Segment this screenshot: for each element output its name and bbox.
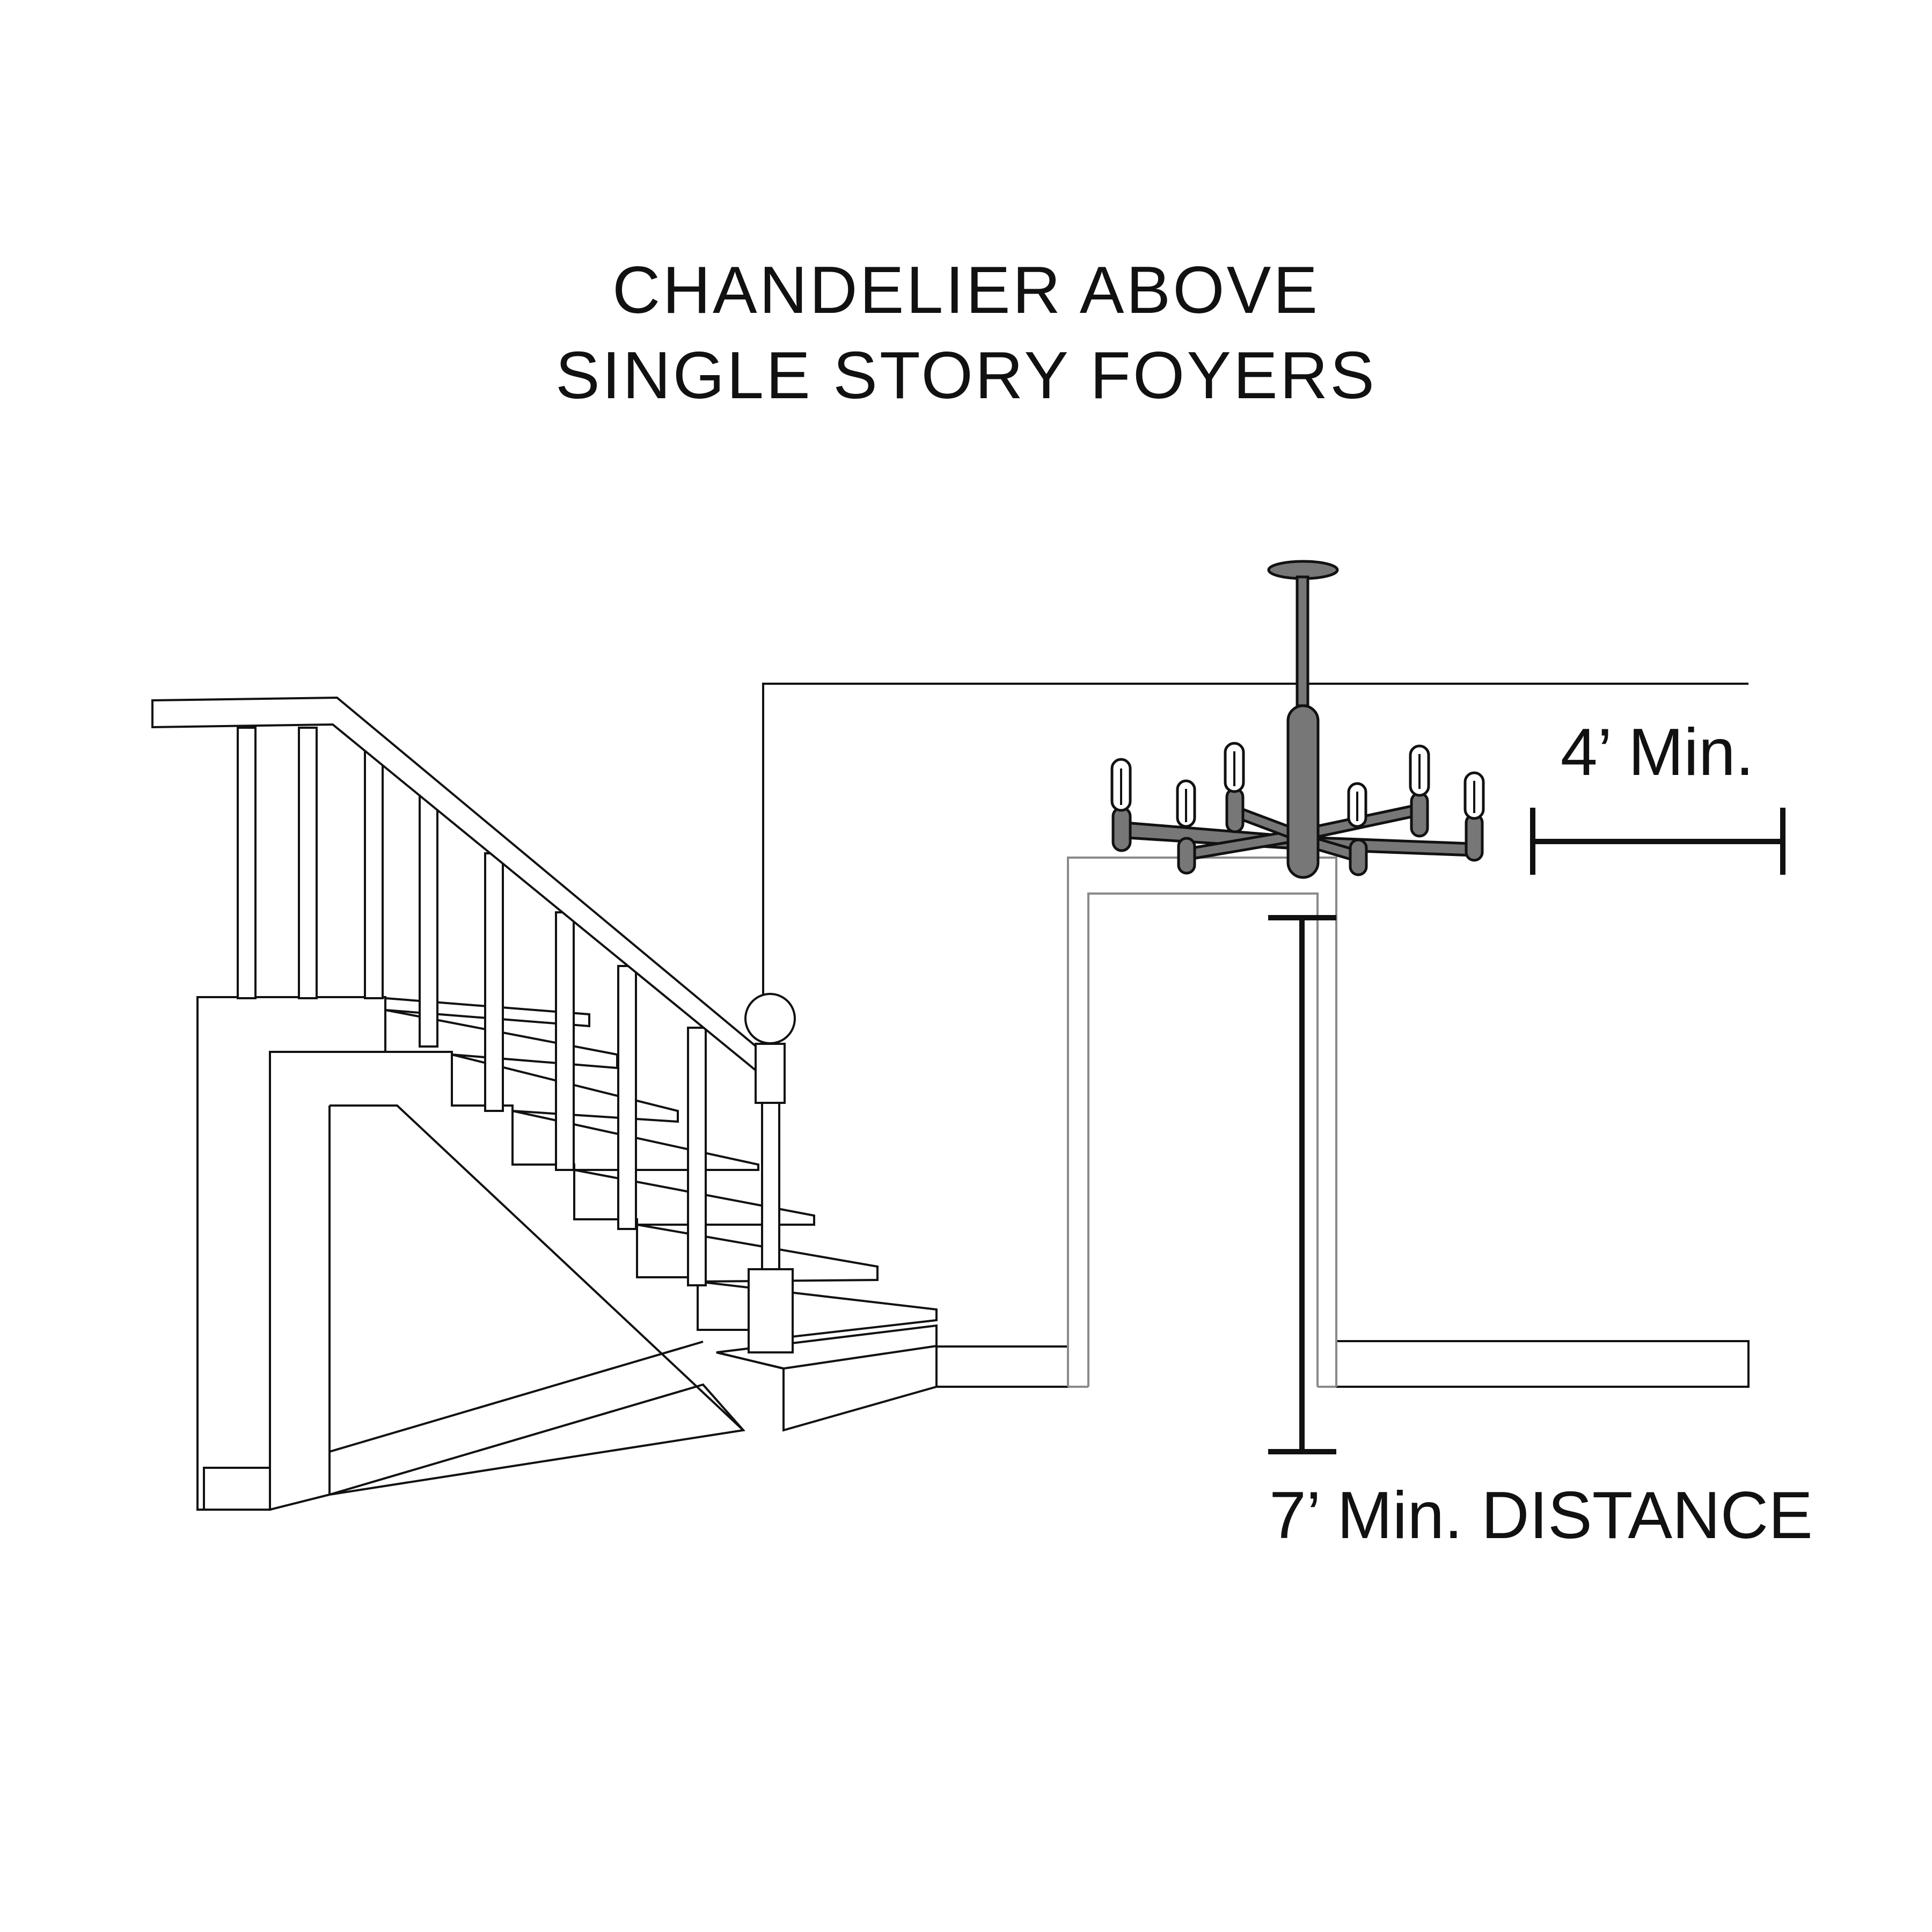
newel-cap	[744, 993, 796, 1044]
title-line-1: CHANDELIER ABOVE	[612, 253, 1320, 327]
horizontal-dimension-label: 4’ Min.	[1561, 715, 1754, 789]
vertical-dimension: 7’ Min. DISTANCE	[1268, 915, 1813, 1553]
title-line-2: SINGLE STORY FOYERS	[555, 339, 1377, 413]
chandelier	[1110, 560, 1485, 879]
chandelier-body	[1286, 704, 1320, 879]
chandelier-stem	[1296, 575, 1309, 707]
vertical-dimension-label: 7’ Min. DISTANCE	[1269, 1479, 1813, 1553]
railing	[151, 696, 796, 1353]
doorway	[1067, 857, 1337, 1388]
horizontal-dimension: 4’ Min.	[1530, 715, 1785, 875]
